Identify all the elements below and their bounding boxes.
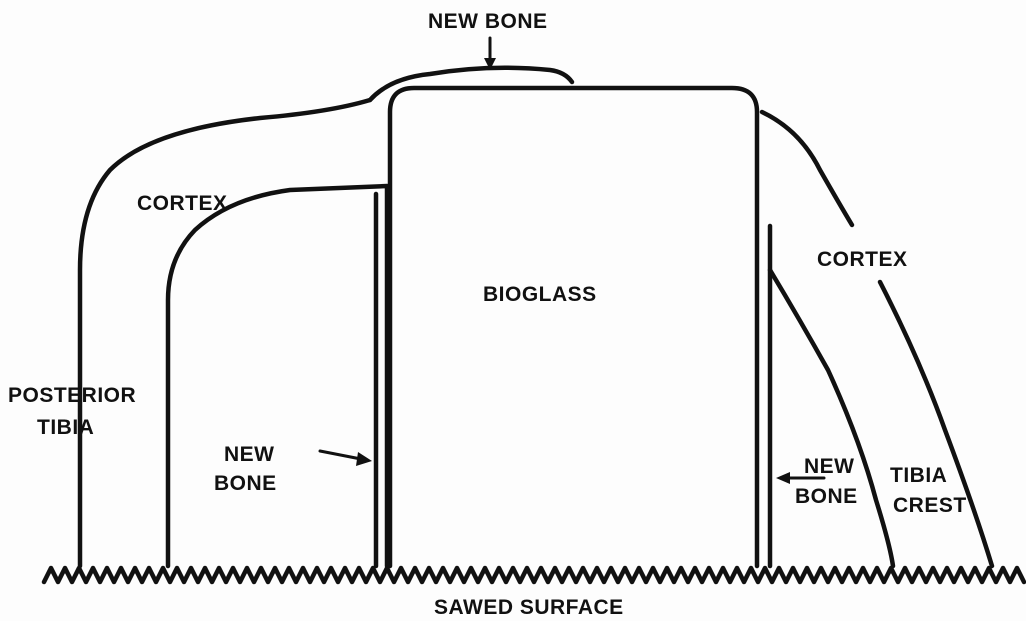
posterior-cortex-inner [168, 186, 387, 566]
tibia-crest-outer [762, 112, 852, 225]
label-posterior-tibia-line2: TIBIA [37, 416, 94, 439]
label-new-bone-left-line1: NEW [224, 443, 275, 466]
label-cortex-right: CORTEX [817, 248, 908, 271]
posterior-cortex-outer [80, 100, 370, 566]
label-new-bone-right-line2: BONE [795, 485, 858, 508]
label-tibia-crest-line2: CREST [893, 494, 967, 517]
arrowhead-new-bone-left [356, 452, 372, 466]
tibia-crest-inner [770, 270, 893, 566]
sawed-surface-line [44, 568, 1024, 582]
label-tibia-crest-line1: TIBIA [890, 464, 947, 487]
new-bone-cap [370, 68, 572, 100]
arrowhead-new-bone-right [776, 472, 790, 484]
label-new-bone-left-line2: BONE [214, 472, 277, 495]
label-new-bone-top: NEW BONE [428, 10, 548, 33]
label-posterior-tibia-line1: POSTERIOR [8, 384, 136, 407]
label-new-bone-right-line1: NEW [804, 455, 855, 478]
tibia-crest-outer-lower [880, 282, 992, 566]
label-sawed-surface: SAWED SURFACE [434, 596, 624, 619]
label-bioglass: BIOGLASS [483, 283, 597, 306]
bioglass-implant-outline [390, 88, 757, 566]
label-cortex-left: CORTEX [137, 192, 228, 215]
